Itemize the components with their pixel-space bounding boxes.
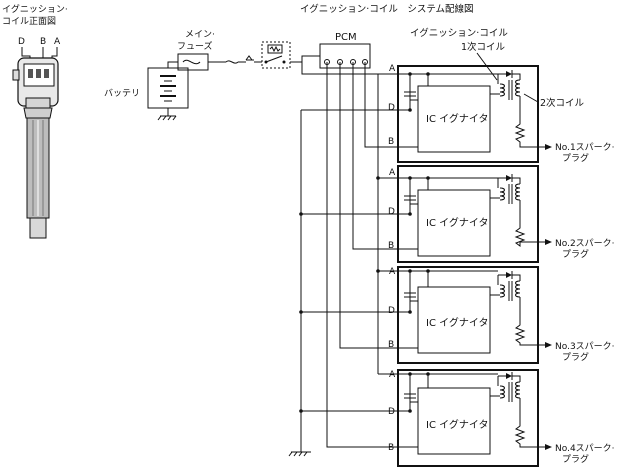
terminal-b-label: B (388, 340, 394, 350)
connector-view-title-1: イグニッション· (2, 3, 68, 15)
connector-front-view: イグニッション· コイル正面図 D B A (2, 3, 68, 239)
spark-plug-label-1: No.3スパーク· (555, 341, 615, 352)
connector-pin-d: D (18, 37, 25, 47)
terminal-a-label: A (389, 370, 396, 380)
coil-unit-box (397, 65, 539, 163)
primary-coil-label: 1次コイル (461, 41, 506, 53)
ic-igniter (417, 85, 491, 153)
secondary-coil-icon (515, 79, 521, 97)
secondary-coil-icon (515, 381, 521, 399)
diode-icon (506, 373, 512, 379)
spark-plug-label-1: No.4スパーク· (555, 443, 615, 454)
terminal-b-label: B (388, 443, 394, 453)
terminal-a-label: A (389, 64, 396, 74)
terminal-b-label: B (388, 137, 394, 147)
diagram-title: イグニッション·コイル システム配線図 (300, 3, 474, 15)
resistor-icon (514, 96, 545, 148)
secondary-coil-icon (515, 183, 521, 201)
primary-coil-icon (499, 284, 505, 298)
primary-coil-icon (499, 187, 505, 201)
secondary-coil-label: 2次コイル (540, 97, 585, 109)
coil-unit: A D B IC イグナイタ No.3スパーク· プラグ (388, 266, 615, 364)
coil-unit: A D B IC イグナイタ No.1スパーク· プラグ (388, 64, 615, 164)
diode-icon (506, 272, 512, 278)
spark-plug-label-1: No.2スパーク· (555, 238, 615, 249)
pcm-label: PCM (335, 32, 357, 43)
battery-symbol (147, 67, 189, 109)
main-fuse-label-2: フューズ (177, 40, 213, 52)
spark-plug-label-2: プラグ (562, 152, 589, 164)
coil-unit: A D B IC イグナイタ No.4スパーク· プラグ (388, 369, 615, 467)
fuse-icon (225, 60, 239, 64)
coil-label: イグニッション·コイル (410, 27, 508, 39)
terminal-a-label: A (389, 267, 396, 277)
resistor-icon (514, 200, 545, 247)
spark-plug-label-2: プラグ (562, 453, 589, 465)
supply-circuit: バッテリ メイン· フューズ (104, 30, 371, 121)
spark-plug-arrow-icon (545, 239, 552, 245)
coil-unit: A D B IC イグナイタ No.2スパーク· プラグ (388, 165, 615, 263)
terminal-b-label: B (388, 241, 394, 251)
terminal-d-label: D (388, 207, 395, 217)
igniter-label: IC イグナイタ (426, 418, 489, 431)
connector-pin-b: B (40, 37, 46, 47)
ic-igniter (417, 286, 491, 354)
battery-ground-icon (157, 115, 177, 121)
diode-icon (506, 71, 512, 77)
primary-coil-icon (499, 83, 505, 97)
spark-plug-label-1: No.1スパーク· (555, 142, 615, 153)
secondary-coil-icon (515, 280, 521, 298)
secondary-leader (523, 93, 539, 103)
spark-plug-arrow-icon (545, 444, 552, 450)
ic-igniter (417, 189, 491, 257)
terminal-d-label: D (388, 103, 395, 113)
coil-unit-box (397, 369, 539, 467)
bus-wiring (288, 62, 398, 457)
igniter-label: IC イグナイタ (426, 112, 489, 125)
ignition-coil-drawing (12, 57, 59, 239)
spark-plug-label-2: プラグ (562, 248, 589, 260)
connector-view-title-2: コイル正面図 (2, 16, 56, 27)
relay-icon (261, 41, 291, 69)
spark-plug-label-2: プラグ (562, 351, 589, 363)
pcm-module: PCM (319, 32, 371, 69)
terminal-d-label: D (388, 407, 395, 417)
igniter-label: IC イグナイタ (426, 316, 489, 329)
resistor-icon (514, 398, 545, 448)
connector-pin-a: A (54, 37, 61, 47)
main-fuse-label-1: メイン· (185, 30, 215, 40)
terminal-a-label: A (389, 168, 396, 178)
spark-plug-arrow-icon (545, 342, 552, 348)
ic-igniter (417, 387, 491, 455)
battery-label: バッテリ (104, 88, 140, 99)
spark-plug-arrow-icon (545, 144, 552, 150)
primary-coil-icon (499, 385, 505, 399)
main-ground-icon (288, 451, 311, 457)
diode-icon (506, 175, 512, 181)
coil-unit-box (397, 266, 539, 364)
main-fuse-icon (182, 59, 201, 65)
terminal-d-label: D (388, 306, 395, 316)
resistor-icon (514, 297, 545, 346)
igniter-label: IC イグナイタ (426, 216, 489, 229)
